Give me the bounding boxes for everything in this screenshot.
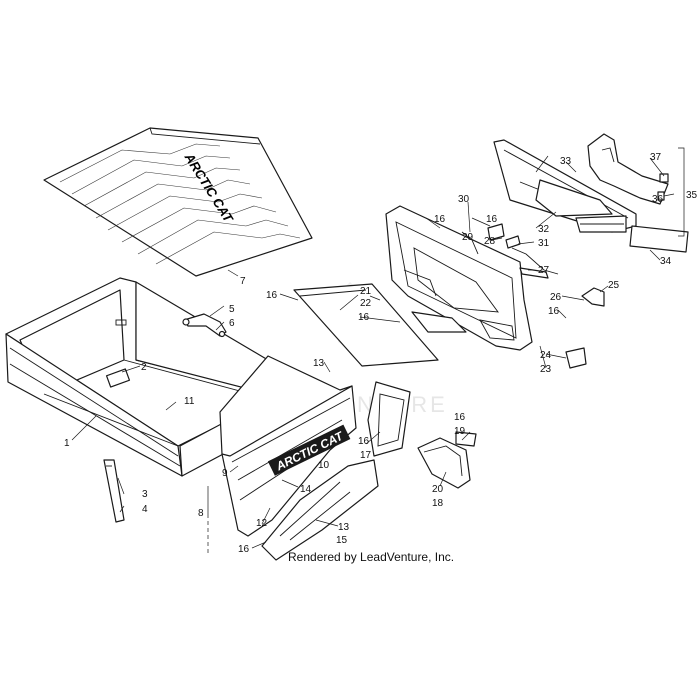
bed-mat: ARCTIC CAT (43, 127, 313, 277)
callout-14: 14 (300, 484, 312, 495)
strut (103, 459, 125, 523)
callout-2: 2 (141, 362, 147, 373)
callout-7: 7 (240, 276, 246, 287)
callout-28: 28 (484, 236, 496, 247)
callout-16-lower: 16 (238, 544, 250, 555)
callout-22: 22 (360, 298, 372, 309)
callout-23: 23 (540, 364, 552, 375)
tailgate-panel (293, 283, 439, 457)
callout-36: 36 (652, 194, 664, 205)
callout-20: 20 (432, 484, 444, 495)
callout-25: 25 (608, 280, 620, 291)
callout-35: 35 (686, 190, 698, 201)
callout-31: 31 (538, 238, 550, 249)
callout-24: 24 (540, 350, 552, 361)
callout-27: 27 (538, 265, 550, 276)
callout-26: 26 (550, 292, 562, 303)
callout-16-insert: 16 (358, 312, 370, 323)
callout-37: 37 (650, 152, 662, 163)
callout-16-inner: 16 (434, 214, 446, 225)
callout-8: 8 (198, 508, 204, 519)
leader-lines (71, 147, 685, 554)
tailgate-inner (385, 205, 533, 351)
callout-16-panel: 16 (266, 290, 278, 301)
callout-12: 12 (256, 518, 268, 529)
callout-32: 32 (538, 224, 550, 235)
callout-5: 5 (229, 304, 235, 315)
credit-text: Rendered by LeadVenture, Inc. (288, 550, 455, 564)
callout-34: 34 (660, 256, 672, 267)
callout-18: 18 (432, 498, 444, 509)
callout-11: 11 (184, 396, 195, 407)
callout-33: 33 (560, 156, 572, 167)
callout-10: 10 (318, 460, 330, 471)
callout-9: 9 (222, 468, 228, 479)
callout-16-striker: 16 (548, 306, 560, 317)
callout-16-bracket: 16 (358, 436, 370, 447)
tailgate-lower-cover (261, 459, 379, 561)
callout-13-lower: 13 (338, 522, 350, 533)
latch-bracket (182, 313, 227, 338)
callout-16-latch: 16 (486, 214, 498, 225)
striker-bracket (565, 287, 605, 369)
callout-17: 17 (360, 450, 372, 461)
callout-19: 19 (454, 426, 466, 437)
corner-cap (417, 431, 477, 489)
callout-labels: 1 2 3 4 5 6 7 8 9 10 11 12 13 13 14 15 1… (64, 152, 698, 555)
handle (587, 133, 669, 205)
callout-16-cap: 16 (454, 412, 466, 423)
callout-3: 3 (142, 489, 148, 500)
callout-29: 29 (462, 232, 474, 243)
callout-6: 6 (229, 318, 235, 329)
callout-13-upper: 13 (313, 358, 325, 369)
callout-4: 4 (142, 504, 148, 515)
callout-21: 21 (360, 286, 372, 297)
callout-30: 30 (458, 194, 470, 205)
trim-strip (629, 225, 689, 253)
tailgate-outer: ARCTIC CAT (219, 355, 357, 537)
callout-1: 1 (64, 438, 70, 449)
callout-15: 15 (336, 535, 348, 546)
